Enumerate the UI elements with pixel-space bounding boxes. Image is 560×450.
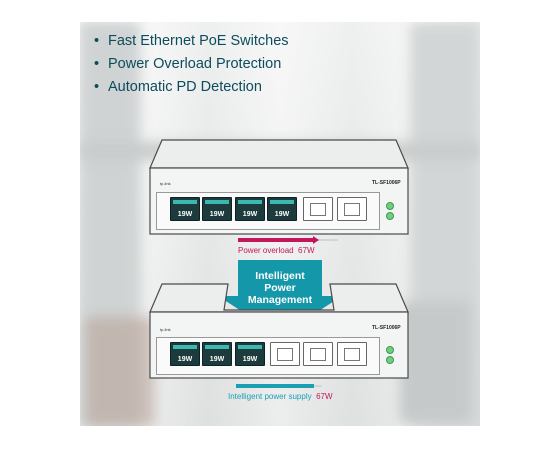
bottom-port-5 bbox=[303, 342, 333, 366]
bottom-power-led bbox=[386, 346, 394, 354]
feature-item: •Automatic PD Detection bbox=[94, 79, 262, 95]
bottom-port-3: 19W bbox=[235, 342, 265, 366]
down-arrow-icon bbox=[218, 260, 342, 336]
top-port-1: 19W bbox=[170, 197, 200, 221]
top-port-4: 19W bbox=[267, 197, 297, 221]
bottom-power-bar bbox=[236, 384, 314, 388]
bottom-port-4 bbox=[270, 342, 300, 366]
feature-list: •Fast Ethernet PoE Switches •Power Overl… bbox=[94, 30, 289, 99]
bottom-port-1: 19W bbox=[170, 342, 200, 366]
feature-item: •Fast Ethernet PoE Switches bbox=[94, 33, 289, 49]
bottom-status-text: Intelligent power supply 67W bbox=[228, 392, 333, 401]
top-port-3: 19W bbox=[235, 197, 265, 221]
feature-item: •Power Overload Protection bbox=[94, 56, 282, 72]
top-status-text: Power overload 67W bbox=[238, 246, 315, 255]
bottom-status-led bbox=[386, 356, 394, 364]
bottom-port-2: 19W bbox=[202, 342, 232, 366]
bottom-port-6 bbox=[337, 342, 367, 366]
top-port-6 bbox=[337, 197, 367, 221]
top-port-5 bbox=[303, 197, 333, 221]
top-power-led bbox=[386, 202, 394, 210]
top-model-label: TL-SF1006P bbox=[372, 180, 401, 186]
bottom-brand-logo: tp-link bbox=[160, 327, 171, 332]
background-person bbox=[85, 317, 155, 426]
top-power-arrow-icon bbox=[313, 236, 319, 244]
top-status-led bbox=[386, 212, 394, 220]
bottom-model-label: TL-SF1006P bbox=[372, 325, 401, 331]
top-brand-logo: tp-link bbox=[160, 181, 171, 186]
arrow-caption: Intelligent Power Management bbox=[247, 270, 313, 306]
background-furniture bbox=[400, 302, 470, 422]
top-power-bar bbox=[238, 238, 316, 242]
top-port-2: 19W bbox=[202, 197, 232, 221]
